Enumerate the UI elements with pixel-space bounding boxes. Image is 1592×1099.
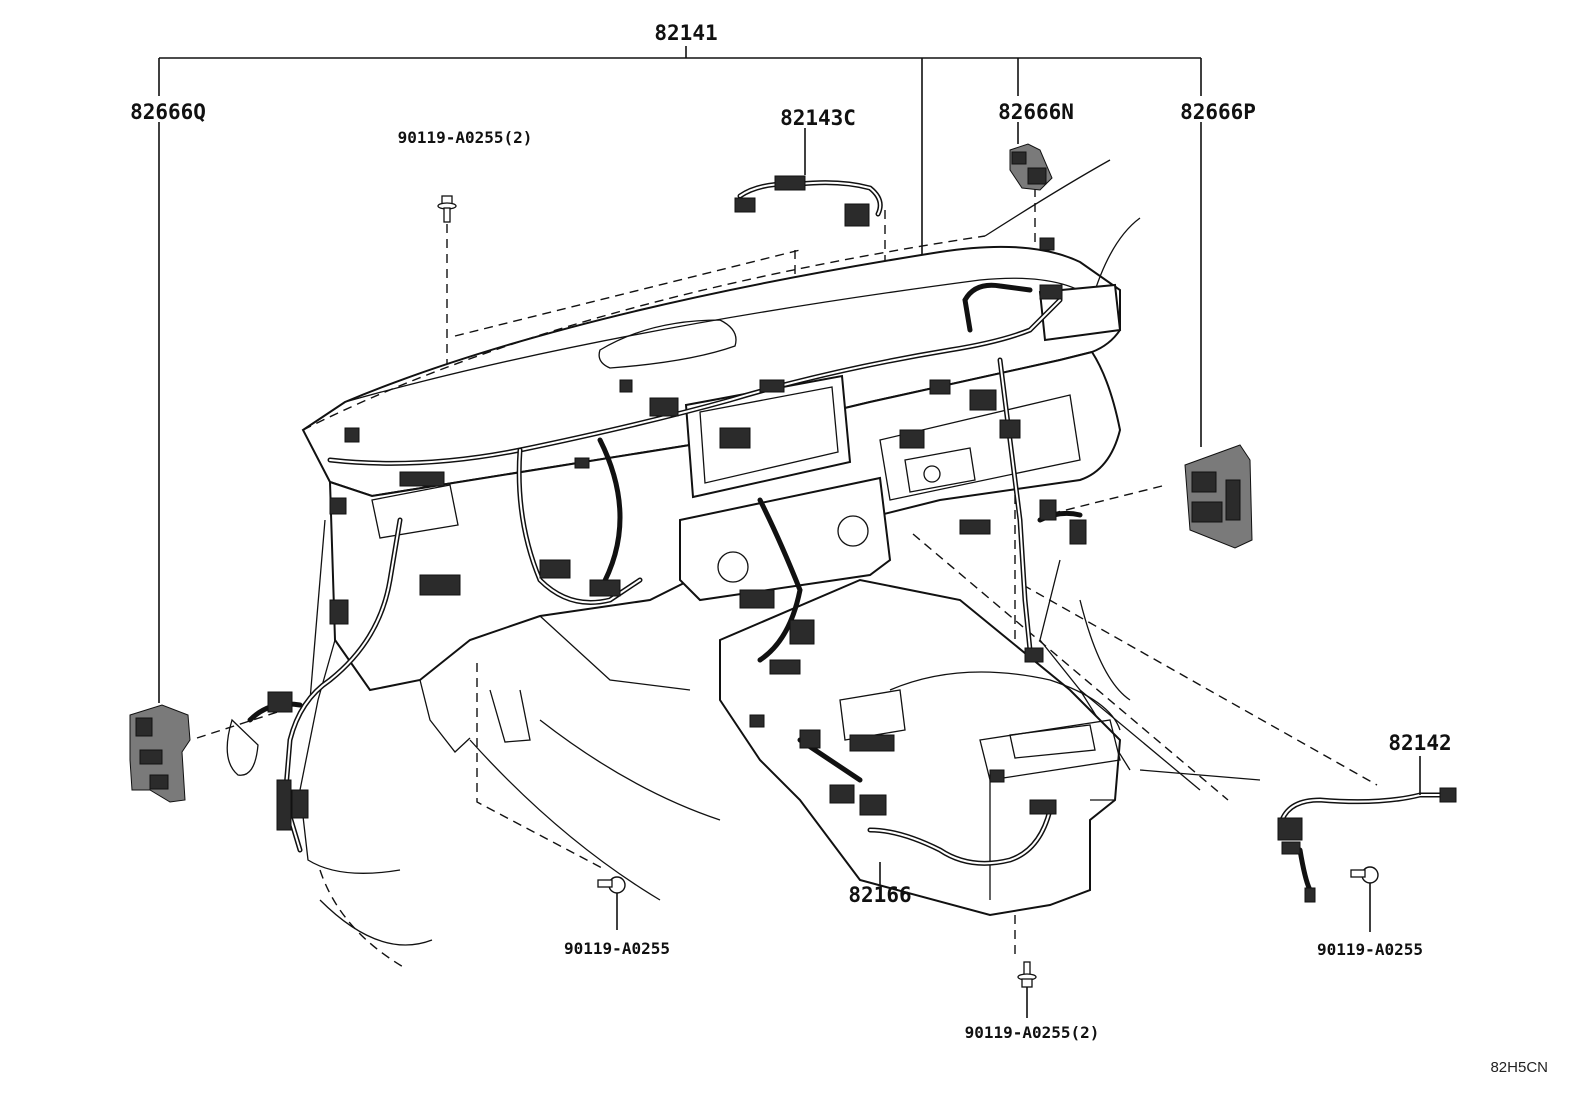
- bolt-top-left-shape: [437, 195, 457, 223]
- bracket-82666P-shape: [1184, 444, 1253, 549]
- label-82666Q: 82666Q: [130, 100, 206, 124]
- harness-82141-leader: [158, 46, 1202, 703]
- bolt-right-shape: [1350, 866, 1379, 932]
- bracket-82666N-shape: [1009, 143, 1053, 191]
- label-82666P: 82666P: [1180, 100, 1256, 124]
- sub-harness-82142: [1277, 756, 1457, 903]
- label-bolt-top-left: 90119-A0255(2): [398, 128, 533, 147]
- figure-code: 82H5CN: [1490, 1059, 1548, 1076]
- sub-harness-82143C: [734, 175, 883, 227]
- main-harness-wiring: [247, 282, 1083, 853]
- label-bolt-right: 90119-A0255: [1317, 940, 1423, 959]
- instrument-panel: [299, 159, 1261, 969]
- label-82166: 82166: [848, 883, 911, 907]
- label-82143C: 82143C: [780, 106, 856, 130]
- label-82142: 82142: [1388, 731, 1451, 755]
- connectors: [226, 237, 1087, 831]
- label-82666N: 82666N: [998, 100, 1074, 124]
- center-console: [719, 578, 1122, 917]
- label-bolt-bottom-center: 90119-A0255(2): [965, 1023, 1100, 1042]
- bolt-bottom-left-shape: [597, 876, 626, 930]
- bracket-82666Q-shape: [129, 704, 191, 803]
- label-82141: 82141: [654, 21, 717, 45]
- label-bolt-bottom-left: 90119-A0255: [564, 939, 670, 958]
- bolt-bottom-center-shape: [1017, 961, 1037, 1018]
